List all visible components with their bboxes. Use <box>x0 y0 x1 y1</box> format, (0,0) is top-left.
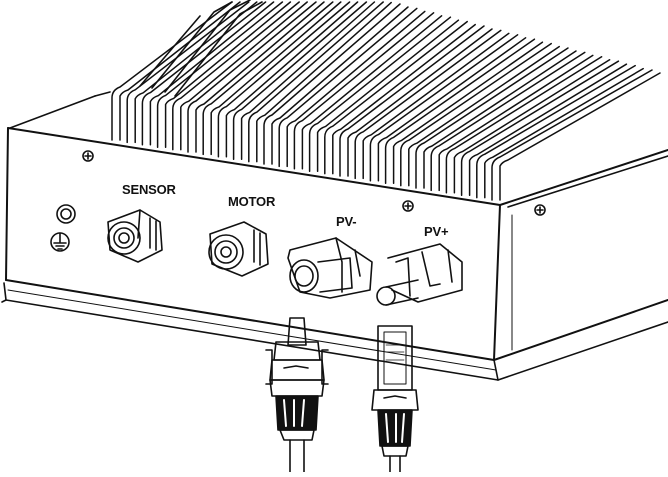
phillips-screw-icon <box>402 200 414 212</box>
phillips-screw-icon <box>82 150 94 162</box>
pv-plus-label: PV+ <box>424 224 449 239</box>
heatsink-fin <box>248 1 392 163</box>
heatsink-fin <box>400 42 560 187</box>
sensor-label: SENSOR <box>122 182 176 197</box>
heatsink-fin <box>156 1 292 148</box>
heatsink-fin <box>476 64 644 199</box>
heatsink-fin <box>293 12 443 170</box>
enclosure <box>1 91 668 381</box>
pv-minus-label: PV- <box>336 214 357 229</box>
motor-label: MOTOR <box>228 194 276 209</box>
heatsink-fin <box>354 29 510 180</box>
heatsink-fin <box>202 1 342 156</box>
heatsink-fin <box>126 1 258 144</box>
heatsink-fin <box>415 47 577 189</box>
right-cable-plug <box>371 325 419 473</box>
phillips-screw-icon <box>534 204 546 216</box>
heatsink-fin <box>430 51 594 192</box>
heatsink-fin <box>111 1 241 141</box>
heatsink-fin <box>460 60 628 196</box>
motor-cable-gland <box>208 221 269 277</box>
heatsink-fin <box>324 20 476 175</box>
heatsink-fin <box>339 25 493 177</box>
heatsink-fins <box>111 0 661 201</box>
heatsink-fin <box>172 1 308 151</box>
pv-minus-connector <box>287 237 373 299</box>
heatsink-fin <box>217 1 359 158</box>
heatsink-fin <box>263 3 409 165</box>
heatsink-fin <box>232 1 376 160</box>
heatsink-fin <box>445 56 611 194</box>
heatsink-fin <box>141 1 275 146</box>
rear-fin <box>139 0 263 97</box>
heatsink-fin <box>278 7 426 168</box>
heatsink-fin <box>308 16 460 172</box>
heatsink-fin <box>369 34 527 182</box>
sensor-cable-gland <box>107 209 163 263</box>
heatsink-fin <box>187 1 325 153</box>
pv-plus-connector <box>376 243 463 306</box>
heatsink-fin <box>384 38 544 184</box>
ground-terminal <box>56 204 76 224</box>
left-cable-plug <box>265 317 329 473</box>
heatsink-fin <box>491 69 661 201</box>
ground-symbol-icon <box>50 232 70 252</box>
